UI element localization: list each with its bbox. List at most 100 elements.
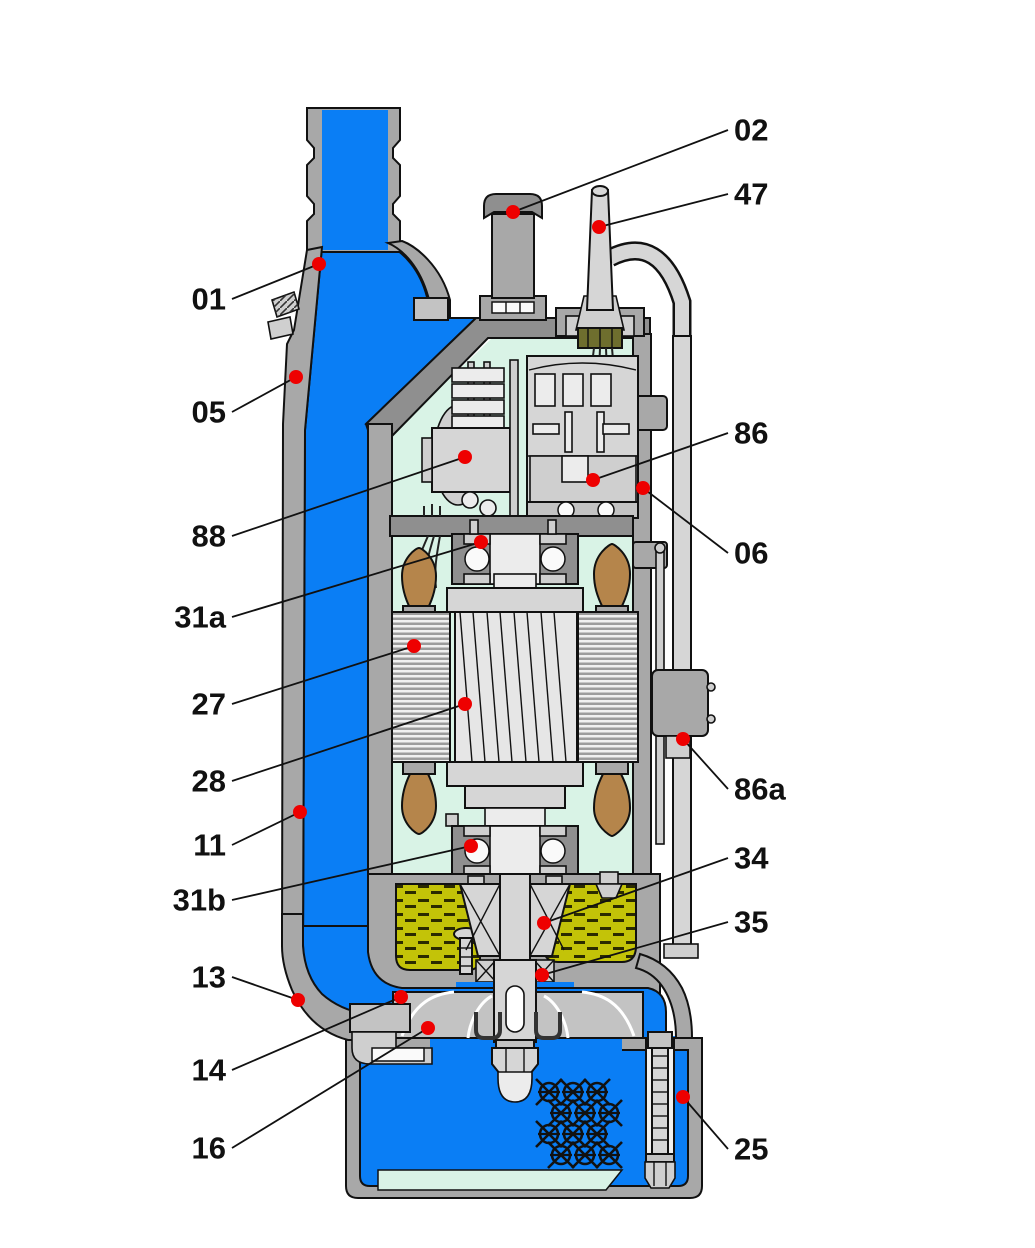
callout-dot-06	[636, 481, 650, 495]
callout-label-05: 05	[192, 395, 226, 430]
motor-protector	[526, 355, 639, 519]
rotor-end-ring-bottom	[446, 761, 584, 787]
callout-leader-16	[231, 1027, 429, 1149]
callout-leader-35	[541, 921, 729, 976]
callout-leader-28	[231, 703, 466, 782]
base-plate-strip	[377, 1169, 624, 1191]
callout-leader-06	[642, 487, 729, 554]
callout-34: 34	[537, 841, 769, 930]
callout-dot-31b	[464, 839, 478, 853]
callout-dot-02	[506, 205, 520, 219]
callout-leader-34	[543, 857, 729, 924]
callout-dot-47	[592, 220, 606, 234]
callout-25: 25	[676, 1090, 768, 1167]
callout-label-16: 16	[192, 1131, 226, 1166]
callout-leader-47	[598, 193, 729, 228]
callout-label-01: 01	[192, 282, 226, 317]
wear-rings	[474, 1012, 562, 1040]
clamp-bolt	[644, 1031, 676, 1189]
divider-plate	[509, 359, 519, 519]
callout-dot-13	[291, 993, 305, 1007]
callout-16: 16	[192, 1021, 435, 1166]
callout-dot-25	[676, 1090, 690, 1104]
callout-dot-27	[407, 639, 421, 653]
callout-leader-01	[231, 263, 320, 300]
callout-leader-14	[231, 996, 402, 1071]
callout-label-11: 11	[193, 828, 226, 863]
impeller-nut	[491, 1039, 539, 1075]
callout-label-31a: 31a	[174, 600, 226, 635]
callout-label-25: 25	[734, 1132, 768, 1167]
callout-leader-86	[592, 432, 729, 481]
callout-14: 14	[192, 990, 408, 1088]
callout-label-13: 13	[192, 960, 226, 995]
callout-35: 35	[535, 905, 768, 982]
callout-label-28: 28	[192, 764, 226, 799]
power-cable-arc	[606, 243, 689, 340]
oil-vent-fitting	[594, 871, 624, 899]
hose-bore-water	[322, 110, 388, 250]
callout-13: 13	[192, 960, 305, 1007]
rotor	[454, 611, 578, 763]
callout-47: 47	[592, 177, 768, 234]
suction-gap	[371, 1047, 425, 1062]
rotor-clamp-lower	[484, 807, 546, 827]
rotor-end-ring-top	[446, 587, 584, 613]
callout-06: 06	[636, 481, 768, 571]
callout-05: 05	[192, 370, 303, 430]
winding-upper-left	[400, 546, 438, 619]
callout-label-02: 02	[734, 113, 768, 148]
callout-28: 28	[192, 697, 472, 799]
cable-conduit	[672, 335, 692, 955]
housing-inner-wall-left	[367, 423, 393, 877]
callout-label-31b: 31b	[173, 883, 226, 918]
suction-plate-left	[349, 1003, 411, 1033]
callout-dot-31a	[474, 535, 488, 549]
strainer-shell	[345, 1037, 703, 1199]
callout-dot-35	[535, 968, 549, 982]
carry-handle-bar	[491, 213, 535, 299]
clamp-ledge	[413, 297, 449, 321]
callout-leader-31a	[231, 541, 482, 618]
stator-right	[577, 611, 639, 763]
callout-label-35: 35	[734, 905, 768, 940]
callout-01: 01	[192, 257, 326, 317]
callout-dot-14	[394, 990, 408, 1004]
cable-entry-top	[591, 185, 609, 197]
strainer-water	[358, 1036, 690, 1188]
winding-lower-left	[400, 761, 438, 836]
callout-dot-05	[289, 370, 303, 384]
pump-elbow-right	[634, 952, 694, 1039]
lower-bearing	[445, 813, 579, 877]
stator-left	[391, 611, 451, 763]
callout-label-86a: 86a	[734, 772, 786, 807]
rotor-clamp-upper	[464, 785, 566, 809]
callout-dot-34	[537, 916, 551, 930]
cable-entry-post	[585, 189, 615, 311]
gland-packing	[577, 327, 623, 349]
callout-leader-13	[231, 976, 299, 1001]
callout-leader-05	[231, 376, 297, 413]
callout-dot-28	[458, 697, 472, 711]
callout-86a: 86a	[676, 732, 786, 807]
callout-leader-11	[231, 811, 301, 846]
handle-bolt-strip	[491, 301, 535, 314]
callout-label-88: 88	[192, 519, 226, 554]
callout-leader-25	[682, 1096, 729, 1150]
callout-label-27: 27	[192, 687, 226, 722]
callout-27: 27	[192, 639, 421, 722]
callout-02: 02	[506, 113, 768, 219]
callout-86: 86	[586, 416, 768, 487]
mounting-tab-hatched	[267, 290, 300, 340]
callout-leader-86a	[682, 738, 729, 790]
callout-dot-01	[312, 257, 326, 271]
callout-label-34: 34	[734, 841, 769, 876]
callout-dot-86	[586, 473, 600, 487]
callout-label-47: 47	[734, 177, 768, 212]
callout-dot-11	[293, 805, 307, 819]
callout-leader-27	[231, 645, 415, 705]
callout-leader-31b	[231, 845, 472, 901]
callout-leader-02	[512, 129, 729, 213]
callout-leader-88	[231, 456, 466, 537]
